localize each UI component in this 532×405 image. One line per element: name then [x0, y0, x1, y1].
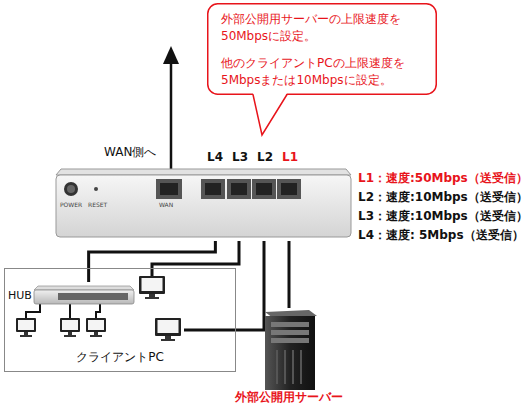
port-label: L1: [282, 149, 298, 165]
port-label: L4: [207, 149, 223, 165]
port-opening: [160, 183, 178, 195]
speed-setting: L1：速度:50Mbps（送受信）: [358, 170, 528, 186]
cable-line: [288, 241, 291, 308]
lan-cable: [289, 241, 290, 308]
port-label: L2: [257, 149, 273, 165]
callout-bubble: 外部公開用サーバーの上限速度を 50Mbpsに設定。他のクライアントPCの上限速…: [207, 3, 437, 95]
panel-label: WAN: [159, 201, 173, 209]
wan-label: WAN側へ: [104, 144, 156, 160]
client-pc: [155, 318, 181, 341]
lan-cable: [89, 241, 216, 282]
wan-arrowhead: [163, 46, 179, 64]
speed-setting: L3：速度:10Mbps（送受信）: [358, 208, 528, 224]
callout-text: 外部公開用サーバーの上限速度を 50Mbpsに設定。: [221, 11, 425, 45]
wan-port: [156, 179, 182, 199]
speed-setting: L4：速度: 5Mbps（送受信）: [358, 227, 524, 243]
panel-label: RESET: [88, 201, 107, 209]
cable-line: [89, 241, 216, 282]
server-body: [265, 316, 315, 390]
client-pc: [16, 318, 36, 337]
hub-label: HUB: [8, 289, 32, 303]
server-bay: [271, 322, 309, 327]
hub-ports: [58, 293, 128, 300]
hub-top: [34, 286, 134, 290]
callout-tail-fill: [253, 93, 287, 135]
router-body: [56, 175, 351, 237]
hub-body: [34, 290, 134, 304]
power-button: [64, 182, 78, 196]
group-label: クライアントPC: [4, 350, 236, 365]
wan-arrow-line: [170, 60, 173, 170]
group-border: [5, 269, 236, 372]
router-device: POWER RESET WAN: [55, 163, 352, 241]
port-label: L3: [232, 149, 248, 165]
callout-tail: [253, 95, 287, 136]
server-label: 外部公開用サーバー: [219, 390, 359, 405]
port-opening: [256, 183, 272, 195]
speed-setting: L2：速度:10Mbps（送受信）: [358, 189, 528, 205]
client-pc: [86, 318, 106, 337]
reset-button: [94, 187, 98, 191]
lan-port: [277, 179, 301, 199]
server-bay: [271, 330, 309, 335]
lan-port: [227, 179, 251, 199]
server-device: 外部公開用サーバー: [229, 308, 349, 405]
client-pc: [60, 318, 80, 337]
server-vent: [276, 350, 278, 384]
server-vent: [292, 350, 294, 384]
lan-cable: [69, 304, 71, 318]
power-button-inner: [67, 185, 75, 193]
lan-port: [252, 179, 276, 199]
port-opening: [281, 183, 297, 195]
callout-text: 他のクライアントPCの上限速度を 5Mbpsまたは10Mbpsに設定。: [221, 55, 425, 89]
server-vent: [300, 350, 302, 384]
hub-device: HUB: [8, 282, 136, 308]
lan-cable: [26, 304, 40, 318]
server-bay: [271, 338, 309, 343]
lan-cable: [152, 241, 239, 276]
port-opening: [231, 183, 247, 195]
server-vent: [284, 350, 286, 384]
lan-cable: [184, 241, 264, 330]
client-group: クライアントPC HUB: [4, 268, 236, 372]
callout-bubble: [208, 4, 437, 95]
panel-label: POWER: [60, 201, 82, 209]
lan-port: [201, 179, 225, 199]
lan-cable: [96, 304, 100, 318]
router-top: [56, 169, 351, 175]
client-pc: [139, 276, 165, 299]
port-opening: [205, 183, 221, 195]
